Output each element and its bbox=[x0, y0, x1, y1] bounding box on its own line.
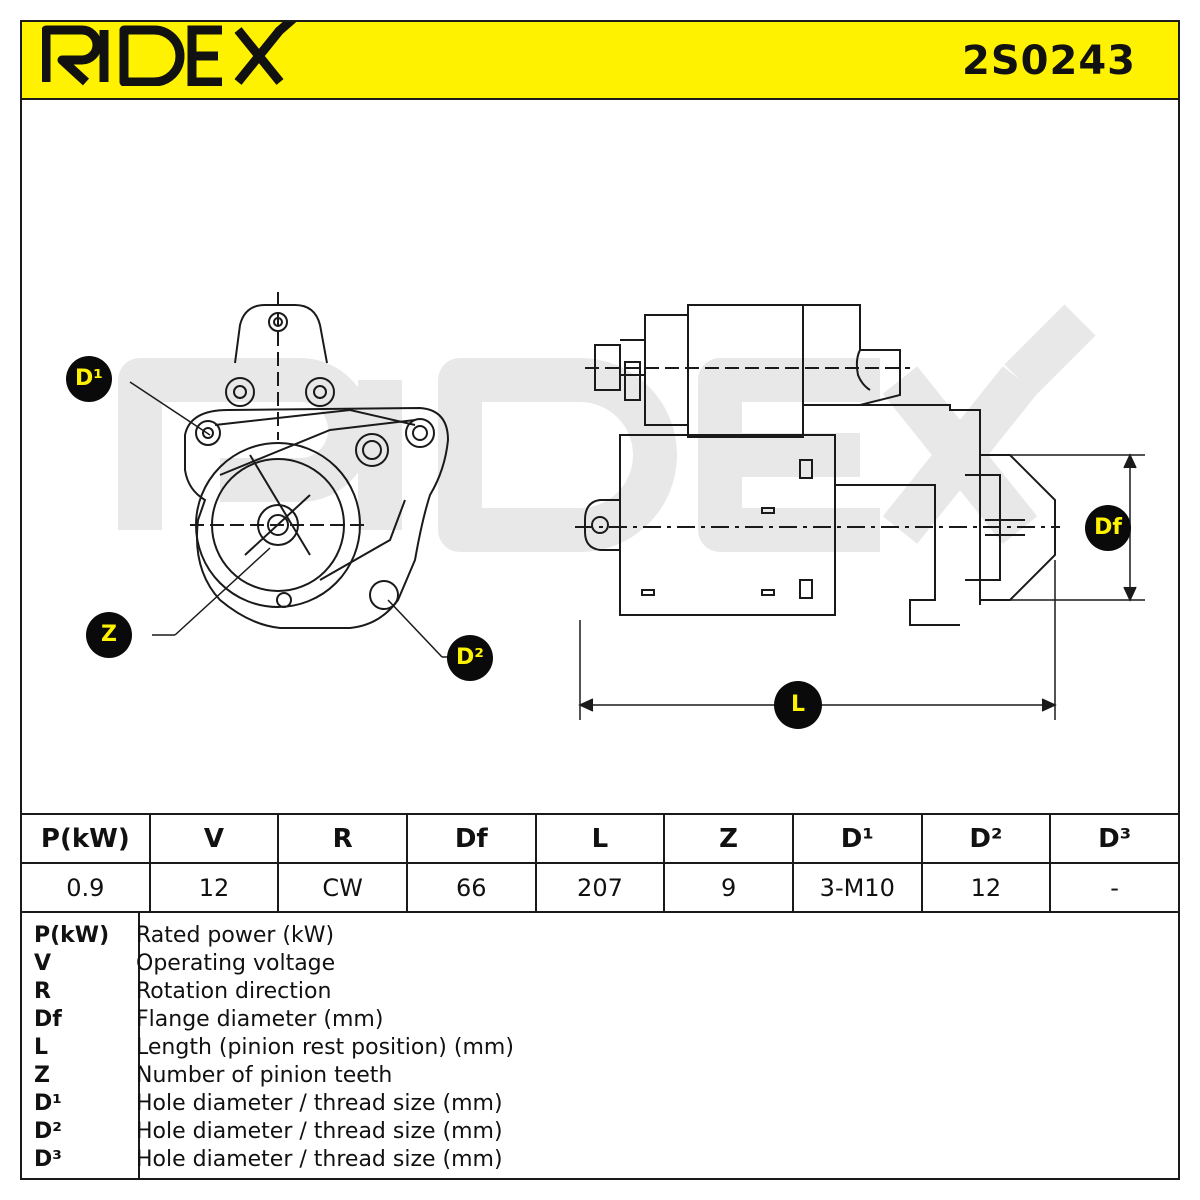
spec-value-cell: 9 bbox=[663, 862, 794, 913]
callout-d1: D¹ bbox=[66, 356, 112, 402]
legend-symbol: D³ bbox=[34, 1147, 62, 1172]
legend-row: D² Hole diameter / thread size (mm) bbox=[20, 1119, 1120, 1147]
spec-header-cell: D³ bbox=[1049, 813, 1180, 864]
spec-header-cell: V bbox=[148, 813, 280, 864]
spec-header-row: P(kW) V R Df L Z D¹ D² D³ bbox=[20, 813, 1180, 864]
spec-value-cell: 207 bbox=[534, 862, 666, 913]
spec-value-cell: 0.9 bbox=[20, 862, 151, 913]
ridex-logo bbox=[42, 22, 297, 86]
spec-header-cell: Z bbox=[663, 813, 794, 864]
legend-row: R Rotation direction bbox=[20, 979, 1120, 1007]
callout-l: L bbox=[774, 681, 822, 729]
spec-header-cell: P(kW) bbox=[20, 813, 151, 864]
spec-value-cell: 12 bbox=[148, 862, 280, 913]
callout-z: Z bbox=[86, 612, 132, 658]
legend-symbol: P(kW) bbox=[34, 923, 110, 948]
spec-table: P(kW) V R Df L Z D¹ D² D³ 0.9 12 CW 66 2… bbox=[20, 813, 1180, 913]
legend-row: V Operating voltage bbox=[20, 951, 1120, 979]
legend: P(kW) Rated power (kW) V Operating volta… bbox=[20, 913, 1180, 1180]
callout-d2: D² bbox=[447, 635, 493, 681]
spec-value-cell: - bbox=[1049, 862, 1180, 913]
legend-description: Operating voltage bbox=[136, 951, 336, 976]
spec-header-cell: Df bbox=[405, 813, 537, 864]
legend-description: Hole diameter / thread size (mm) bbox=[136, 1119, 503, 1144]
legend-description: Number of pinion teeth bbox=[136, 1063, 393, 1088]
spec-value-row: 0.9 12 CW 66 207 9 3-M10 12 - bbox=[20, 862, 1180, 913]
dimension-lines bbox=[129, 381, 1145, 720]
legend-description: Hole diameter / thread size (mm) bbox=[136, 1091, 503, 1116]
legend-symbol: R bbox=[34, 979, 51, 1004]
spec-header-cell: L bbox=[534, 813, 666, 864]
spec-header-cell: R bbox=[277, 813, 408, 864]
legend-symbol: D² bbox=[34, 1119, 62, 1144]
legend-row: P(kW) Rated power (kW) bbox=[20, 923, 1120, 951]
legend-symbol: D¹ bbox=[34, 1091, 62, 1116]
part-number: 2S0243 bbox=[962, 38, 1136, 84]
spec-value-cell: 66 bbox=[405, 862, 537, 913]
legend-symbol: V bbox=[34, 951, 52, 976]
legend-description: Rated power (kW) bbox=[136, 923, 335, 948]
legend-row: D¹ Hole diameter / thread size (mm) bbox=[20, 1091, 1120, 1119]
legend-symbol: Df bbox=[34, 1007, 62, 1032]
legend-symbol: Z bbox=[34, 1063, 50, 1088]
legend-row: Z Number of pinion teeth bbox=[20, 1063, 1120, 1091]
legend-description: Hole diameter / thread size (mm) bbox=[136, 1147, 503, 1172]
ridex-watermark bbox=[118, 304, 1096, 552]
legend-row: D³ Hole diameter / thread size (mm) bbox=[20, 1147, 1120, 1175]
legend-row: L Length (pinion rest position) (mm) bbox=[20, 1035, 1120, 1063]
spec-value-cell: CW bbox=[277, 862, 408, 913]
legend-row: Df Flange diameter (mm) bbox=[20, 1007, 1120, 1035]
spec-header-cell: D² bbox=[920, 813, 1052, 864]
starter-motor-drawing bbox=[118, 292, 1145, 720]
side-view bbox=[575, 304, 1060, 626]
spec-header-cell: D¹ bbox=[791, 813, 923, 864]
spec-value-cell: 3-M10 bbox=[791, 862, 923, 913]
spec-value-cell: 12 bbox=[920, 862, 1052, 913]
legend-symbol: L bbox=[34, 1035, 49, 1060]
front-view bbox=[184, 292, 450, 629]
legend-divider bbox=[138, 913, 140, 1178]
legend-description: Rotation direction bbox=[136, 979, 332, 1004]
callout-df: Df bbox=[1085, 505, 1131, 551]
legend-description: Flange diameter (mm) bbox=[136, 1007, 384, 1032]
legend-description: Length (pinion rest position) (mm) bbox=[136, 1035, 514, 1060]
